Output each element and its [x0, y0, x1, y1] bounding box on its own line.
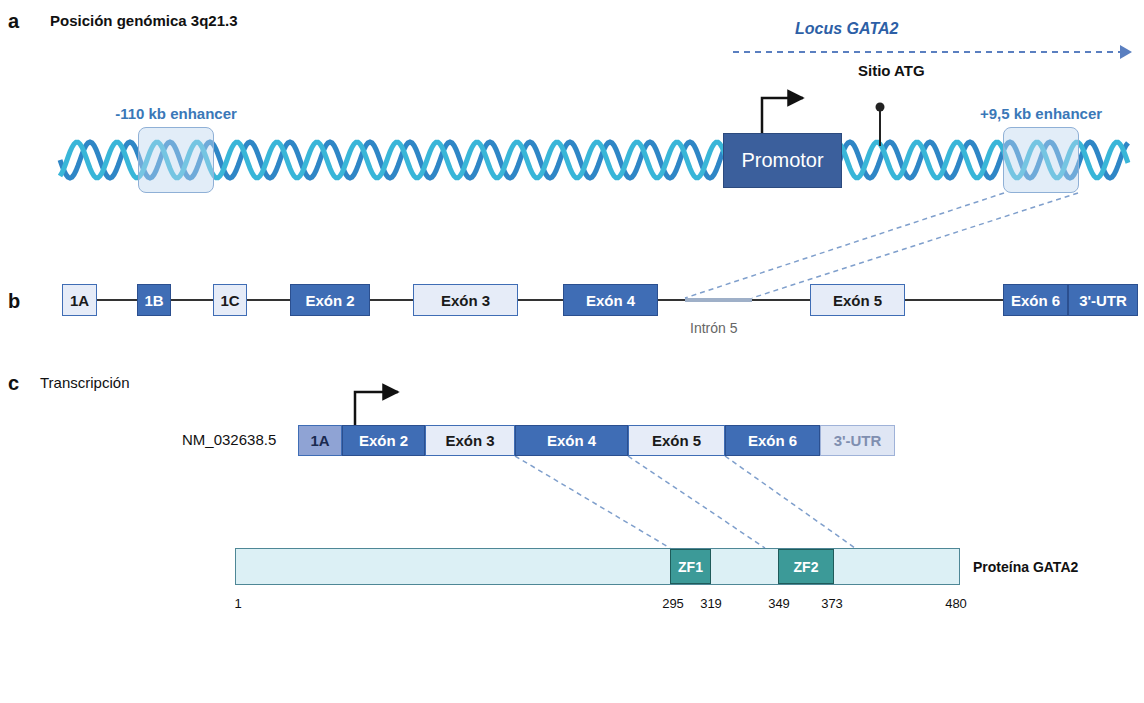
tss-arrow	[355, 392, 398, 425]
box-label: 1A	[70, 292, 89, 309]
position-number: 349	[768, 596, 790, 611]
box-label: 3'-UTR	[834, 432, 882, 449]
position-number: 319	[700, 596, 722, 611]
exon-box: 1B	[137, 284, 171, 316]
dna-strand	[60, 142, 1128, 178]
section-letter: a	[8, 10, 19, 33]
intron-segment	[685, 298, 752, 302]
locus-label: Locus GATA2	[795, 20, 898, 38]
section-letter: c	[8, 372, 19, 395]
box-label: Exón 3	[445, 432, 494, 449]
exon-box: Exón 5	[628, 425, 725, 456]
exon-box: Exón 2	[342, 425, 425, 456]
box-label: Exón 3	[441, 292, 490, 309]
position-number: 480	[945, 596, 967, 611]
exon-box: Exón 6	[725, 425, 820, 456]
heading-label: +9,5 kb enhancer	[980, 105, 1102, 122]
protein-bar: Proteína GATA2ZF1ZF2	[235, 548, 960, 585]
promoter-box: Promotor	[723, 133, 842, 188]
box-label: Exón 5	[833, 292, 882, 309]
utr-box: 3'-UTR	[820, 425, 895, 456]
box-label: Exón 4	[547, 432, 596, 449]
exon-box: Exón 3	[413, 284, 518, 316]
locus-arrow-head	[1120, 45, 1132, 59]
box-label: Promotor	[741, 149, 823, 172]
section-title: Posición genómica 3q21.3	[50, 12, 238, 29]
exon-box: 1A	[298, 425, 342, 456]
exon-box: Exón 2	[290, 284, 370, 316]
box-label: Exón 6	[1011, 292, 1060, 309]
box-label: Exón 2	[359, 432, 408, 449]
exon-box: Exón 3	[425, 425, 515, 456]
dna-strand	[60, 142, 1128, 178]
box-label: 1B	[144, 292, 163, 309]
transcript-id: NM_032638.5	[182, 431, 276, 448]
zoom-line	[685, 193, 1004, 298]
box-label: Exón 2	[305, 292, 354, 309]
exon-box: Exón 4	[563, 284, 658, 316]
enhancer-box: -110 kb enhancer	[138, 127, 214, 193]
exon-box: 1C	[213, 284, 247, 316]
position-number: 1	[234, 596, 241, 611]
intron-label: Intrón 5	[690, 320, 737, 336]
atg-stem	[879, 107, 881, 146]
section-title: Transcripción	[40, 374, 129, 391]
atg-dot	[876, 103, 885, 112]
exon-box: Exón 4	[515, 425, 628, 456]
box-label: 1C	[220, 292, 239, 309]
exon-box: Exón 6	[1003, 284, 1068, 316]
dna-helix	[60, 142, 1128, 178]
enhancer-box: +9,5 kb enhancer	[1003, 127, 1079, 193]
zoom-line	[752, 193, 1078, 298]
exon-box: Exón 5	[810, 284, 905, 316]
position-number: 373	[821, 596, 843, 611]
zoom-line	[628, 456, 765, 548]
box-label: Exón 5	[652, 432, 701, 449]
box-label: Exón 6	[748, 432, 797, 449]
box-label: 1A	[310, 432, 329, 449]
section-letter: b	[8, 290, 20, 313]
exon-box: 1A	[62, 284, 97, 316]
position-number: 295	[662, 596, 684, 611]
locus-arrow	[733, 51, 1120, 53]
zoom-line	[515, 456, 670, 548]
zinc-finger-box: ZF1	[670, 549, 711, 584]
utr-box: 3'-UTR	[1068, 284, 1138, 316]
tss-arrow	[762, 98, 803, 133]
zoom-line	[725, 456, 855, 548]
zinc-finger-box: ZF2	[778, 549, 834, 584]
site-label: Sitio ATG	[858, 62, 925, 79]
box-label: Exón 4	[586, 292, 635, 309]
box-label: ZF2	[794, 559, 819, 575]
box-label: 3'-UTR	[1079, 292, 1127, 309]
heading-label: Proteína GATA2	[973, 559, 1078, 575]
box-label: ZF1	[678, 559, 703, 575]
heading-label: -110 kb enhancer	[115, 105, 237, 122]
